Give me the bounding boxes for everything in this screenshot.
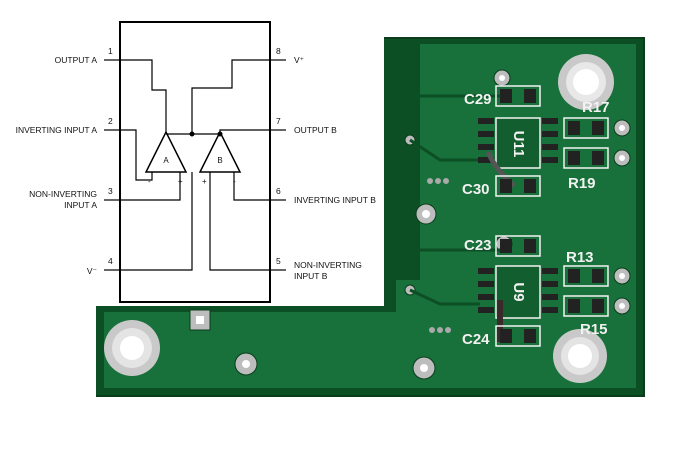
ic-body [119,21,271,303]
internal-wiring [120,59,270,271]
mounting-hole-top-right [558,54,614,110]
pin-8-label: V⁺ [294,55,305,65]
res-r19 [563,147,609,169]
pin-6-label: INVERTING INPUT B [294,195,376,205]
mounting-hole-bottom-left [104,320,160,376]
label-r17: R17 [582,99,610,116]
label-r13: R13 [566,249,594,266]
cap-c24 [495,325,541,347]
cap-c29 [495,85,541,107]
amp-b-plus: + [202,177,207,186]
pin-3-number: 3 [108,186,113,196]
amp-a-name: A [163,156,169,165]
u9-label: U9 [510,282,527,301]
board-edge [96,37,645,397]
label-c29: C29 [464,91,492,108]
mounting-hole-bottom-right [553,329,607,383]
pad-holes [242,75,625,372]
pcb-board: U11 U9 [96,37,645,397]
pin-1-number: 1 [108,46,113,56]
res-r13 [563,265,609,287]
ic-u11: U11 [478,117,558,169]
label-c23: C23 [464,237,492,254]
pin-5-number: 5 [276,256,281,266]
pin-1-label: OUTPUT A [55,55,98,65]
pin-8-number: 8 [276,46,281,56]
label-r19: R19 [568,175,596,192]
u11-label: U11 [510,131,527,158]
res-r17 [563,117,609,139]
pin-3-label-line1: NON-INVERTING [29,189,97,199]
label-c30: C30 [462,181,490,198]
pin-7-number: 7 [276,116,281,126]
pin-7-label: OUTPUT B [294,125,337,135]
pin-3-label-line2: INPUT A [64,200,97,210]
via-row-bottom [429,327,451,333]
via-row-top [427,178,449,184]
pin-2-number: 2 [108,116,113,126]
cap-c23 [495,235,541,257]
amp-a-minus: - [148,177,151,186]
ic-package [119,21,271,303]
res-r15 [563,295,609,317]
label-r15: R15 [580,321,608,338]
ic-u9: U9 [478,265,558,319]
cap-c30 [495,175,541,197]
pin-6-number: 6 [276,186,281,196]
amp-b-name: B [217,156,222,165]
label-c24: C24 [462,331,490,348]
pin-2-label: INVERTING INPUT A [16,125,98,135]
junction-dots [189,131,223,137]
pcb-traces [409,94,500,306]
pin-4-label: V⁻ [87,266,98,276]
pin-4-number: 4 [108,256,113,266]
pin-leads [104,59,286,271]
pin-5-label-line1: NON-INVERTING [294,260,362,270]
pin-5-label-line2: INPUT B [294,271,328,281]
